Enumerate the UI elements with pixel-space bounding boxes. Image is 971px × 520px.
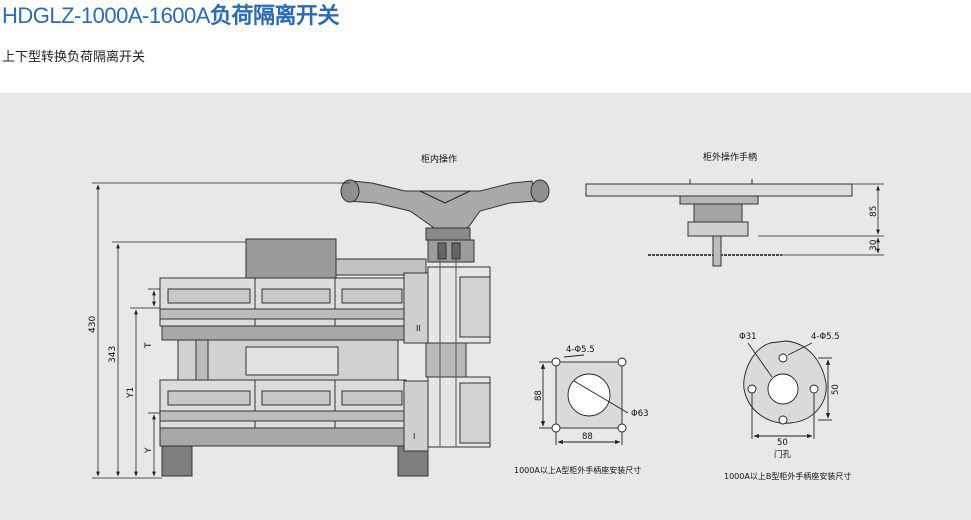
label-inner-operation: 柜内操作 <box>421 153 457 165</box>
detail-a-drawing <box>539 354 629 445</box>
title-model: HDGLZ-1000A-1600A <box>2 3 210 28</box>
title-product: 负荷隔离开关 <box>209 4 340 29</box>
position-mark-lower: I <box>413 432 415 441</box>
dim-y1: Y1 <box>126 387 136 399</box>
upper-switch-body <box>159 277 407 341</box>
detail-b-door-hole: 门孔 <box>774 449 792 460</box>
detail-a-width: 88 <box>582 432 593 442</box>
middle-section <box>177 339 399 381</box>
detail-a-height: 88 <box>534 390 544 401</box>
left-dimensions <box>92 182 350 479</box>
dim-30: 30 <box>869 239 879 251</box>
drawing-panel: II I 430 343 Y1 T Y 柜内操作 柜外操作手柄 85 <box>0 93 971 520</box>
detail-b-drawing <box>743 340 832 439</box>
technical-drawing: II I 430 343 Y1 T Y 柜内操作 柜外操作手柄 85 <box>88 151 884 481</box>
page-title: HDGLZ-1000A-1600A负荷隔离开关 <box>2 0 339 30</box>
dim-t: T <box>144 342 154 349</box>
operator-block <box>245 238 337 280</box>
dim-430: 430 <box>88 316 98 333</box>
page-subtitle: 上下型转换负荷隔离开关 <box>2 50 146 65</box>
detail-b-caption: 1000A以上B型柜外手柄座安装尺寸 <box>724 471 851 481</box>
lower-switch-body <box>159 379 407 447</box>
detail-a-holes: 4-Φ5.5 <box>566 345 595 355</box>
detail-b-center: Φ31 <box>739 332 757 342</box>
label-outer-handle: 柜外操作手柄 <box>703 151 757 163</box>
position-mark-upper: II <box>416 324 421 333</box>
dim-y: Y <box>144 447 154 454</box>
dim-85: 85 <box>869 206 879 217</box>
foot-left <box>161 445 193 477</box>
dim-343: 343 <box>108 346 118 363</box>
detail-b-width: 50 <box>777 438 788 448</box>
inner-handle <box>340 179 550 263</box>
detail-b-holes: 4-Φ5.5 <box>811 332 840 342</box>
outer-handle-drawing <box>585 179 853 267</box>
switch-assembly <box>159 179 550 477</box>
detail-a-caption: 1000A以上A型柜外手柄座安装尺寸 <box>514 465 641 475</box>
side-mechanism <box>403 253 491 452</box>
detail-b-height: 50 <box>831 384 841 395</box>
handle-dimensions <box>758 183 884 256</box>
detail-a-center: Φ63 <box>631 409 649 419</box>
